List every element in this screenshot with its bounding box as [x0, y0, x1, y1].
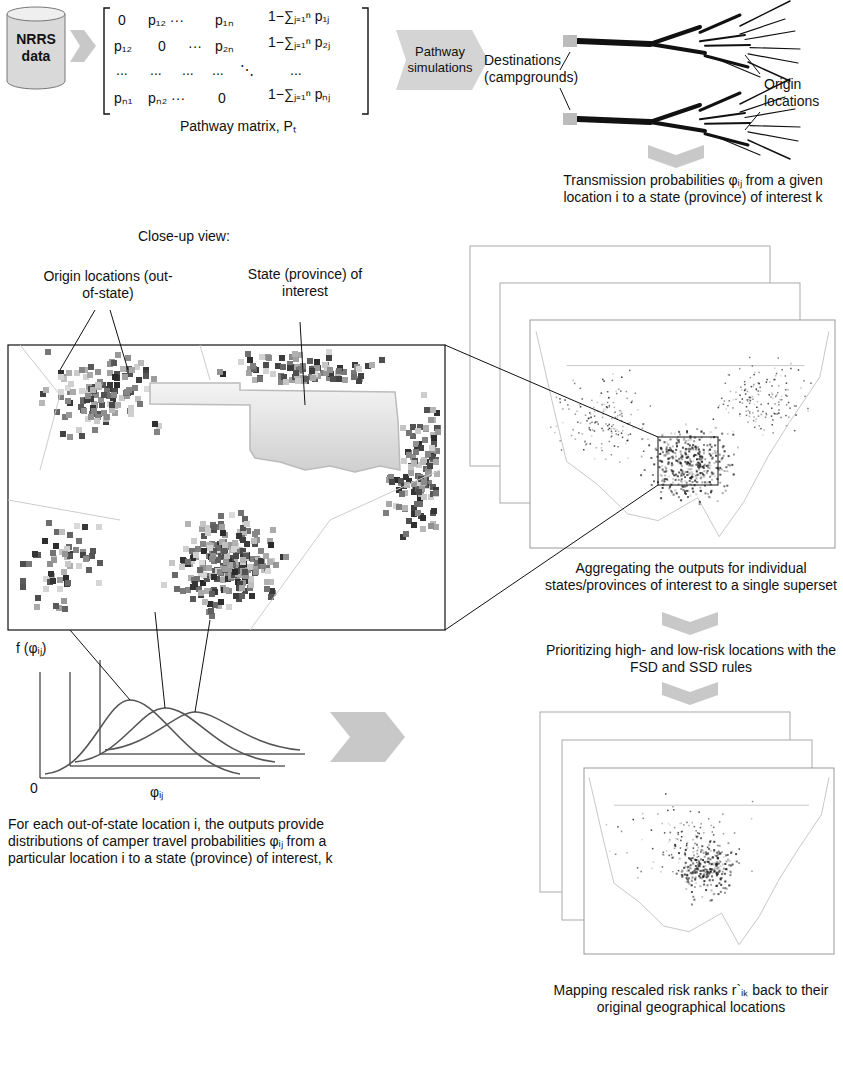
- map-stack: [470, 246, 835, 548]
- matrix-cell: p₁₂ ···: [148, 12, 184, 29]
- matrix-cell: 1−∑ⱼ₌₁ⁿ p₂ⱼ: [268, 34, 330, 51]
- map-stack: [540, 712, 834, 954]
- annotation: Mapping rescaled risk ranks r`ᵢₖ back to…: [545, 982, 837, 1016]
- leader-line: [745, 112, 760, 130]
- annotation: Close-up view:: [138, 228, 230, 245]
- annotation: f (φᵢⱼ): [16, 640, 46, 657]
- chevron-arrow: [662, 612, 718, 635]
- matrix-cell: 0: [118, 12, 126, 29]
- annotation: State (province) of interest: [240, 266, 370, 300]
- origin-dots: [550, 357, 812, 906]
- leader-line: [560, 52, 570, 70]
- node-text: Pathway simulations: [396, 44, 488, 75]
- chevron-arrow: [662, 682, 718, 705]
- leader-line: [60, 310, 95, 370]
- leader-line: [745, 55, 760, 74]
- annotation: Transmission probabilities φᵢⱼ from a gi…: [552, 172, 834, 206]
- matrix-bracket: [104, 8, 110, 114]
- leader-line: [155, 612, 165, 708]
- annotation: Prioritizing high- and low-risk location…: [545, 642, 837, 676]
- zoom-line: [445, 485, 658, 630]
- matrix-cell: ...: [150, 62, 162, 79]
- annotation: For each out-of-state location i, the ou…: [8, 816, 338, 867]
- annotation: Origin locations: [764, 76, 836, 110]
- matrix-cell: p₁₂: [114, 38, 132, 55]
- matrix-cell: p₁ₙ: [215, 12, 234, 29]
- matrix-cell: ...: [290, 62, 302, 79]
- distribution-plot: [40, 660, 305, 778]
- matrix-cell: ...: [182, 62, 194, 79]
- database-cylinder: NRRS data: [6, 6, 66, 90]
- matrix-cell: pₙ₂ ···: [148, 90, 185, 107]
- chevron-arrow: [330, 712, 405, 762]
- leader-line: [70, 630, 130, 700]
- matrix-bracket: [362, 8, 368, 114]
- coastline: [536, 331, 829, 944]
- chevron-arrow: [648, 145, 704, 168]
- campground-square: [563, 35, 577, 47]
- closeup-map: [8, 345, 445, 630]
- annotation: Origin locations (out-of-state): [38, 268, 178, 302]
- chevron-arrow: [70, 30, 96, 62]
- annotation: Destinations (campgrounds): [484, 52, 564, 86]
- matrix-cell: ...: [212, 62, 224, 79]
- matrix-cell: ⋱: [240, 62, 254, 79]
- campground-square: [563, 113, 577, 125]
- state-line: [8, 345, 440, 630]
- matrix-cell: pₙ₁: [114, 90, 133, 107]
- leader-line: [110, 310, 128, 370]
- matrix-cell: 1−∑ⱼ₌₁ⁿ pₙⱼ: [268, 86, 330, 103]
- state-of-interest: [150, 383, 400, 472]
- zoom-line: [445, 345, 658, 437]
- matrix-cell: 0: [158, 38, 166, 55]
- leader-line: [300, 322, 305, 405]
- leader-line: [560, 88, 570, 110]
- process-chevron: Pathway simulations: [396, 30, 488, 90]
- matrix-cell: ...: [116, 62, 128, 79]
- annotation: φᵢⱼ: [150, 784, 163, 801]
- matrix-cell: 1−∑ⱼ₌₁ⁿ p₁ⱼ: [268, 8, 329, 25]
- node-text: NRRS data: [6, 31, 66, 65]
- matrix-cell: p₂ₙ: [215, 38, 234, 55]
- leader-line: [195, 620, 210, 712]
- closeup-dots: [20, 349, 441, 619]
- annotation: Aggregating the outputs for individual s…: [545, 560, 837, 594]
- annotation: Pathway matrix, Pₜ: [180, 118, 296, 135]
- matrix-cell: ···: [188, 38, 202, 55]
- annotation: 0: [30, 780, 38, 797]
- zoom-frame: [658, 437, 718, 485]
- matrix-cell: 0: [218, 90, 226, 107]
